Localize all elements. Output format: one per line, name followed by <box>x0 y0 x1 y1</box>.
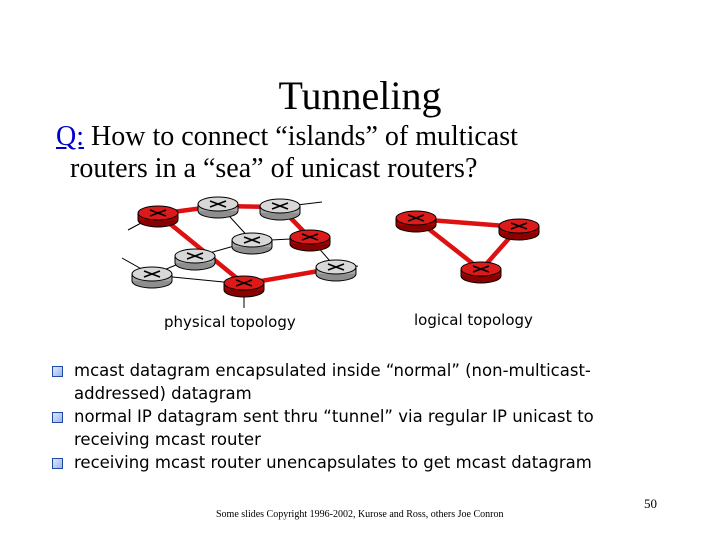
question-label: Q: <box>56 121 84 152</box>
router-icon <box>315 259 357 282</box>
router-icon <box>289 229 331 252</box>
tunnel-link <box>413 216 522 273</box>
router-icon <box>498 218 540 241</box>
router-icon <box>223 275 265 298</box>
question-text: Q: How to connect “islands” of multicast… <box>56 121 676 185</box>
bullet-continuation: receiving mcast router <box>56 428 676 451</box>
physical-routers <box>131 196 357 298</box>
copyright-footer: Some slides Copyright 1996-2002, Kurose … <box>216 509 504 520</box>
logical-topology-caption: logical topology <box>414 311 533 329</box>
question-line-1: How to connect “islands” of multicast <box>84 121 518 152</box>
bullet-continuation: addressed) datagram <box>56 382 676 405</box>
bullet-item: mcast datagram encapsulated inside “norm… <box>52 359 676 382</box>
question-line-2: routers in a “sea” of unicast routers? <box>70 153 478 184</box>
router-icon <box>137 205 179 228</box>
checkbox-bullet-icon <box>52 412 63 423</box>
router-icon <box>131 266 173 289</box>
checkbox-bullet-icon <box>52 366 63 377</box>
bullet-text: mcast datagram encapsulated inside “norm… <box>74 361 591 380</box>
checkbox-bullet-icon <box>52 458 63 469</box>
router-icon <box>174 248 216 271</box>
bullet-item: normal IP datagram sent thru “tunnel” vi… <box>52 405 676 428</box>
router-icon <box>460 261 502 284</box>
router-icon <box>231 232 273 255</box>
bullet-text: receiving mcast router <box>74 430 261 449</box>
bullet-list: mcast datagram encapsulated inside “norm… <box>52 359 676 474</box>
multicast-link <box>157 203 312 240</box>
bullet-text: receiving mcast router unencapsulates to… <box>74 453 592 472</box>
router-icon <box>259 198 301 221</box>
slide-title: Tunneling <box>278 73 442 118</box>
bullet-text: addressed) datagram <box>74 384 252 403</box>
router-icon <box>395 210 437 233</box>
physical-topology-caption: physical topology <box>164 313 296 331</box>
logical-tunnel-links <box>413 216 522 273</box>
bullet-item: receiving mcast router unencapsulates to… <box>52 451 676 474</box>
bullet-text: normal IP datagram sent thru “tunnel” vi… <box>74 407 594 426</box>
page-number: 50 <box>644 496 657 511</box>
router-icon <box>197 196 239 219</box>
